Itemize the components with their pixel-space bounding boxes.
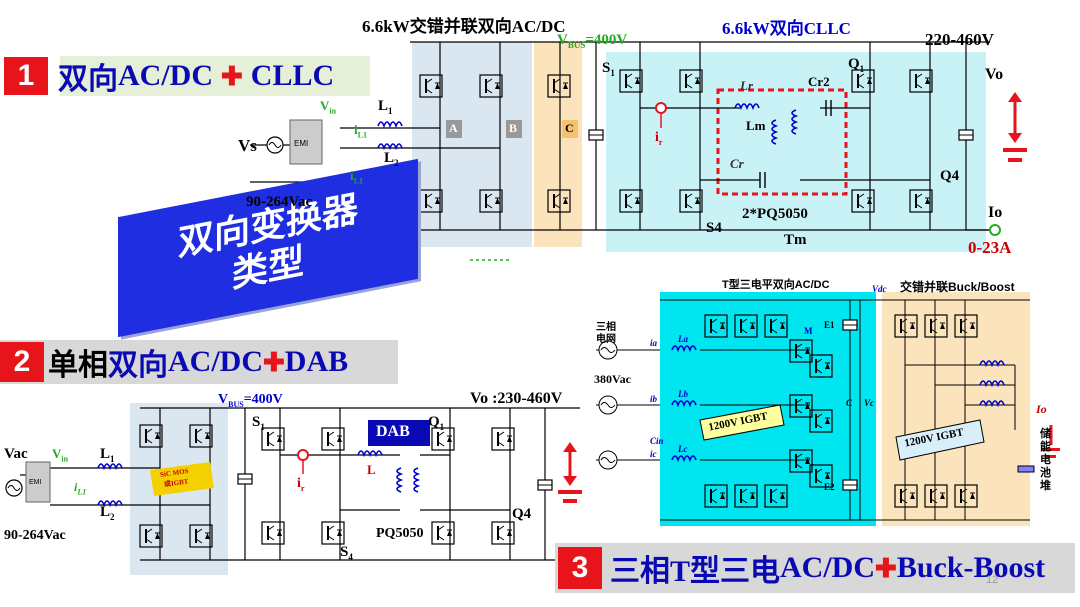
c2-l1: L1 xyxy=(100,446,115,464)
c1-vout-range: 220-460V xyxy=(925,30,994,49)
plus-icon: ✚ xyxy=(221,60,243,91)
section3-title-cn: 三相 xyxy=(610,555,670,588)
c1-il1-b: iL1 xyxy=(350,168,363,186)
section2-title-acdc: AC/DC xyxy=(168,345,263,378)
section1-title-acdc: AC/DC xyxy=(118,59,213,92)
c1-io: Io xyxy=(988,204,1003,221)
c1-s4: S4 xyxy=(706,220,722,236)
section3-title-cn2: T型三电 xyxy=(670,555,781,588)
c1-title-right: 6.6kW双向CLLC xyxy=(722,19,851,38)
plus-icon: ✚ xyxy=(875,552,897,583)
c3-380vac: 380Vac xyxy=(594,372,631,386)
c1-vs: Vs xyxy=(238,136,257,155)
c3-vdc: Vdc xyxy=(872,284,887,294)
c2-ir: ir xyxy=(297,476,305,493)
ac-dc-panel xyxy=(412,42,532,247)
c1-tm: Tm xyxy=(784,232,807,248)
c2-l: L xyxy=(367,462,376,477)
section1-title-end: CLLC xyxy=(250,59,335,92)
section2-title: 2 单相 双向 AC/DC ✚ DAB xyxy=(0,340,348,384)
c2-core: PQ5050 xyxy=(376,526,424,541)
section2-title-end: DAB xyxy=(284,345,349,378)
c1-q1: Q1 xyxy=(848,56,865,74)
c2-q4: Q4 xyxy=(512,506,532,522)
c1-il1-a: iL1 xyxy=(354,122,367,140)
c2-vo: Vo :230-460V xyxy=(470,390,563,407)
section3-title: 3 三相 T型三电 AC/DC ✚ Buck-Boost xyxy=(558,545,1045,591)
c2-emi: EMI xyxy=(29,479,42,486)
section1-title: 1 双向 AC/DC ✚ CLLC xyxy=(4,56,334,96)
page-number: 12 xyxy=(986,574,999,586)
c1-ir: ir xyxy=(655,130,663,147)
section3-title-acdc: AC/DC xyxy=(780,551,876,584)
section3-title-end: Buck-Boost xyxy=(896,551,1046,584)
c2-dab-label: DAB xyxy=(376,423,410,440)
section3-banner-bg xyxy=(555,543,1075,593)
c3-la: La xyxy=(678,334,688,344)
node-a-label: A xyxy=(449,121,458,135)
section2-title-cn1: 单相 xyxy=(48,349,108,382)
c3-lc: Lc xyxy=(678,444,688,454)
c2-vac: Vac xyxy=(4,446,28,462)
node-c-panel xyxy=(534,42,582,247)
c1-lm: Lm xyxy=(746,118,766,133)
c3-ic: ic xyxy=(650,449,657,459)
c3-io: Io xyxy=(1036,402,1047,416)
c1-vin: Vin xyxy=(320,98,337,116)
c3-ib: ib xyxy=(650,394,658,404)
c3-grid-line2: 电网 xyxy=(596,334,616,345)
c1-vac-range: 90-264Vac xyxy=(246,194,313,210)
c1-title-left: 6.6kW交错并联双向AC/DC xyxy=(362,17,566,36)
c3-cin: Cin xyxy=(650,436,664,446)
c3-battery-stack-label: 储能电池堆 xyxy=(1040,428,1051,492)
c3-e2: E2 xyxy=(824,482,835,492)
c3-title-left: T型三电平双向AC/DC xyxy=(722,279,830,291)
section3-number: 3 xyxy=(558,547,602,589)
c1-core: 2*PQ5050 xyxy=(742,206,808,222)
c3-c: C xyxy=(846,398,853,408)
c1-io-range: 0-23A xyxy=(968,238,1012,257)
c1-vbus: VBUS=400V xyxy=(557,32,628,50)
c3-e1: E1 xyxy=(824,320,835,330)
buck-boost-panel xyxy=(882,292,1030,526)
c2-vac-range: 90-264Vac xyxy=(4,528,66,543)
c3-ia: ia xyxy=(650,338,658,348)
section1-number: 1 xyxy=(4,57,48,95)
c1-q4: Q4 xyxy=(940,168,960,184)
section2-title-cn2: 双向 xyxy=(108,349,168,382)
c2-il1: iL1 xyxy=(74,480,87,497)
c1-l1: L1 xyxy=(378,98,393,116)
c1-vo: Vo xyxy=(985,66,1004,83)
c3-title-right: 交错并联Buck/Boost xyxy=(900,280,1015,294)
c2-q1: Q1 xyxy=(428,414,445,432)
c1-lr: Lr xyxy=(740,78,753,93)
c1-cr2: Cr2 xyxy=(808,74,830,89)
section1-banner-bg xyxy=(60,56,370,96)
emi-box-1 xyxy=(289,119,323,165)
resonant-tank-box xyxy=(716,88,848,196)
c3-m: M xyxy=(804,326,813,336)
plus-icon: ✚ xyxy=(263,346,285,377)
cllc-panel xyxy=(606,52,986,252)
section1-title-cn: 双向 xyxy=(58,63,118,96)
c2-vbus: VBUS=400V xyxy=(218,392,283,409)
section2-banner-bg xyxy=(0,340,398,384)
c2-vin: Vin xyxy=(52,446,69,464)
c3-lb: Lb xyxy=(678,389,688,399)
section2-number: 2 xyxy=(0,342,44,382)
c2-s4: S4 xyxy=(340,544,353,562)
c2-s1: S1 xyxy=(252,414,265,432)
c3-grid-line1: 三相 xyxy=(596,322,616,333)
c3-vc: Vc xyxy=(864,398,874,408)
emi-box-2 xyxy=(25,461,51,503)
c1-l2: L2 xyxy=(384,150,399,168)
node-c-label: C xyxy=(565,121,574,135)
c2-l2: L2 xyxy=(100,504,115,522)
c1-cr: Cr xyxy=(730,156,744,171)
c1-emi: EMI xyxy=(294,139,309,148)
c1-s1: S1 xyxy=(602,60,615,78)
node-b-label: B xyxy=(509,121,518,135)
